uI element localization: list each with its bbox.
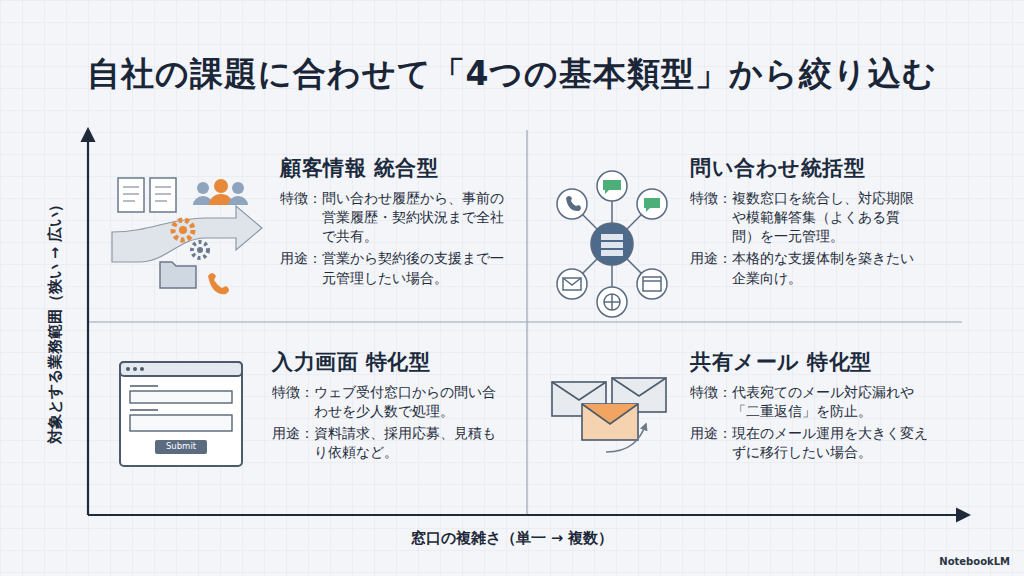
web-form-icon-part — [130, 385, 158, 387]
inquiry-hub-icon-part — [597, 287, 627, 317]
inquiry-hub-icon-part — [643, 280, 661, 282]
customer-integration-icon-part — [228, 196, 248, 205]
inquiry-hub-icon — [557, 171, 667, 317]
inquiry-hub-icon-part — [601, 234, 623, 240]
quadrant-cell: 入力画面 特化型特徴：ウェブ受付窓口からの問い合わせを少人数で処理。用途：資料請… — [88, 322, 527, 515]
customer-integration-icon-part — [155, 194, 171, 195]
inquiry-hub-icon-part — [566, 196, 581, 211]
axis-label: 対象とする業務範囲（狭い → 広い） — [46, 131, 65, 511]
inquiry-hub-icon-part — [644, 198, 660, 212]
type-description: 特徴：ウェブ受付窓口からの問い合わせを少人数で処理。 — [272, 383, 508, 421]
customer-integration-icon-part — [155, 187, 171, 188]
customer-integration-icon-part — [123, 201, 135, 202]
shared-mail-icon-part — [612, 378, 666, 396]
customer-integration-icon-part — [118, 178, 144, 212]
axis-label: 窓口の複雑さ（単一 → 複数） — [312, 529, 712, 548]
type-description: 特徴：複数窓口を統合し、対応期限や模範解答集（よくある質問）を一元管理。 — [690, 189, 926, 246]
customer-integration-icon-part — [150, 178, 176, 212]
quadrant-cell: 問い合わせ統括型特徴：複数窓口を統合し、対応期限や模範解答集（よくある質問）を一… — [527, 130, 962, 322]
web-form-icon-part — [140, 367, 144, 371]
customer-integration-icon-part — [160, 262, 196, 288]
inquiry-hub-icon-part — [563, 278, 581, 285]
web-form-icon-part — [133, 367, 137, 371]
web-form-icon-part — [130, 409, 158, 411]
shared-mail-icon-part — [582, 404, 638, 440]
shared-mail-icon-part — [582, 404, 638, 424]
inquiry-hub-icon-part — [601, 250, 623, 256]
customer-integration-icon-part — [123, 194, 139, 195]
shared-mail-icon-part — [606, 424, 646, 452]
type-description: 用途：営業から契約後の支援まで一元管理したい場合。 — [280, 249, 516, 287]
customer-integration-icon-part — [112, 206, 262, 262]
type-heading: 問い合わせ統括型 — [690, 154, 926, 182]
customer-integration-icon-part — [155, 201, 167, 202]
inquiry-hub-icon-part — [637, 189, 667, 219]
type-heading: 顧客情報 統合型 — [280, 154, 516, 182]
inquiry-hub-icon-part — [557, 189, 587, 219]
inquiry-hub-icon-part — [637, 269, 667, 299]
web-form-icon-part — [155, 440, 207, 454]
web-form-icon — [120, 362, 242, 466]
cell-text-area: 顧客情報 統合型特徴：問い合わせ履歴から、事前の営業履歴・契約状況まで全社で共有… — [280, 154, 516, 291]
quadrant-dividers — [88, 130, 962, 515]
customer-integration-icon-part — [192, 242, 208, 258]
web-form-icon-part — [130, 415, 232, 431]
web-form-icon-part — [130, 391, 232, 403]
shared-mail-icon — [552, 378, 666, 452]
customer-integration-icon-part — [197, 247, 203, 253]
inquiry-hub-icon-part — [604, 294, 620, 310]
inquiry-hub-icon-part — [643, 277, 661, 291]
customer-integration-icon-part — [173, 220, 193, 240]
customer-integration-icon-part — [214, 179, 228, 193]
customer-integration-icon-part — [232, 182, 244, 194]
inquiry-hub-icon-part — [611, 294, 613, 310]
inquiry-hub-icon-part — [601, 242, 623, 248]
customer-integration-icon-part — [179, 226, 187, 234]
type-description: 用途：現在のメール運用を大きく変えずに移行したい場合。 — [690, 424, 935, 462]
axes — [88, 130, 968, 515]
inquiry-hub-icon-part — [603, 180, 621, 194]
inquiry-hub-icon-part — [557, 269, 587, 299]
axes-part — [87, 130, 89, 515]
quadrant-cell: 共有メール 特化型特徴：代表宛てのメール対応漏れや「二重返信」を防止。用途：現在… — [527, 322, 962, 515]
customer-integration-icon — [112, 178, 262, 294]
type-description: 用途：本格的な支援体制を築きたい企業向け。 — [690, 249, 926, 287]
type-heading: 入力画面 特化型 — [272, 348, 508, 376]
cell-text-area: 入力画面 特化型特徴：ウェブ受付窓口からの問い合わせを少人数で処理。用途：資料請… — [272, 348, 508, 466]
diagram-title: 自社の課題に合わせて「4つの基本類型」から絞り込む — [0, 52, 1024, 97]
quadrant-cell: 顧客情報 統合型特徴：問い合わせ履歴から、事前の営業履歴・契約状況まで全社で共有… — [88, 130, 527, 322]
shared-mail-icon-part — [552, 382, 606, 400]
cell-text-area: 問い合わせ統括型特徴：複数窓口を統合し、対応期限や模範解答集（よくある質問）を一… — [690, 154, 926, 291]
web-form-icon-part — [120, 362, 242, 466]
inquiry-hub-icon-part — [563, 278, 581, 290]
axes-part — [88, 514, 968, 516]
inquiry-hub-icon-part — [591, 223, 633, 265]
customer-integration-icon-part — [208, 273, 229, 294]
web-form-icon-part — [126, 367, 130, 371]
type-description: 特徴：代表宛てのメール対応漏れや「二重返信」を防止。 — [690, 383, 935, 421]
customer-integration-icon-part — [197, 182, 209, 194]
button-text: Submit — [155, 441, 207, 451]
cell-text-area: 共有メール 特化型特徴：代表宛てのメール対応漏れや「二重返信」を防止。用途：現在… — [690, 348, 935, 466]
quadrant-dividers-part — [88, 321, 962, 322]
type-description: 特徴：問い合わせ履歴から、事前の営業履歴・契約状況まで全社で共有。 — [280, 189, 516, 246]
type-heading: 共有メール 特化型 — [690, 348, 935, 376]
type-description: 用途：資料請求、採用応募、見積もり依頼など。 — [272, 424, 508, 462]
web-form-icon-part — [120, 362, 242, 376]
watermark: NotebookLM — [900, 556, 1010, 567]
customer-integration-icon-part — [123, 187, 139, 188]
inquiry-hub-icon-part — [597, 171, 627, 201]
